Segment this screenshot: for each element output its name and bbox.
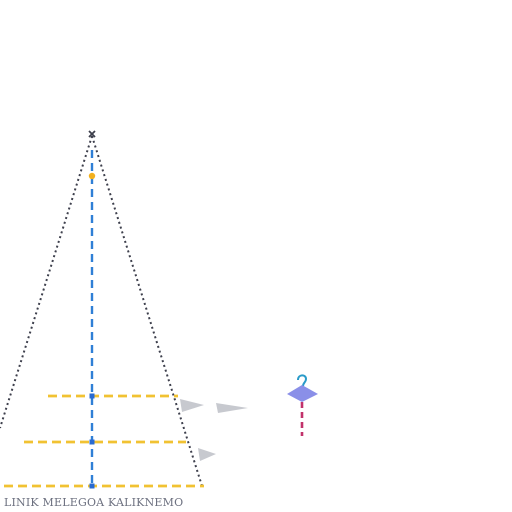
pin-head [287,385,318,402]
cross-mark-icon [88,130,96,138]
level-node-upper [89,393,95,399]
pointer-arrows [180,399,248,461]
umbrella-pin-icon [287,374,318,436]
pin-hook [297,374,308,387]
level-node-base [89,483,95,489]
cone-left-edge [0,135,93,429]
arrowhead-icon [180,399,204,412]
cone-outline [0,135,203,487]
level-node-middle [89,439,95,445]
axis-top-marker [88,172,96,180]
cone-right-edge [91,135,203,487]
arrowhead-icon [216,403,248,413]
level-nodes [89,393,95,489]
diagram-caption: LINIK MELEGOA KALIKNEMO [4,496,183,509]
level-lines [4,394,204,488]
arrowhead-icon [198,448,216,461]
